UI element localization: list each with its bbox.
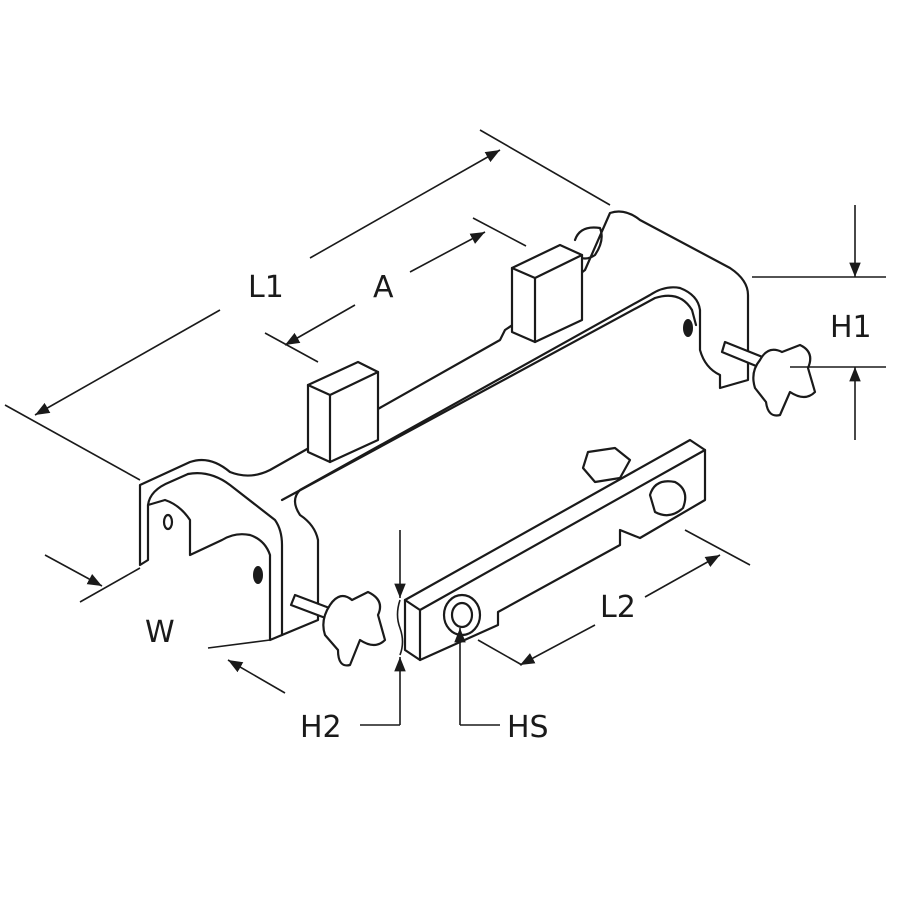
- hex-nut-icon: [581, 446, 632, 484]
- label-W: W: [145, 615, 175, 650]
- clamp-block-left: [306, 360, 380, 464]
- dimension-W: W: [44, 554, 286, 694]
- label-L1: L1: [248, 270, 284, 305]
- hole-icon: [162, 513, 174, 531]
- knob-right: [720, 340, 817, 417]
- dimension-L2: L2: [477, 529, 751, 666]
- label-H2: H2: [300, 710, 342, 745]
- dimension-H1: H1: [752, 205, 886, 440]
- dimension-L1: L1: [4, 129, 611, 481]
- bolt-head-icon: [648, 480, 687, 517]
- dimension-H2: H2: [300, 530, 406, 745]
- dimension-A: A: [264, 217, 527, 363]
- clamp-block-right: [510, 243, 584, 344]
- knob-left: [289, 590, 387, 667]
- lower-bar: [403, 438, 707, 662]
- dimension-HS: HS: [454, 628, 549, 745]
- label-H1: H1: [830, 310, 872, 345]
- label-A: A: [373, 270, 394, 305]
- label-L2: L2: [600, 590, 636, 625]
- label-HS: HS: [507, 710, 549, 745]
- main-bracket: [138, 210, 750, 642]
